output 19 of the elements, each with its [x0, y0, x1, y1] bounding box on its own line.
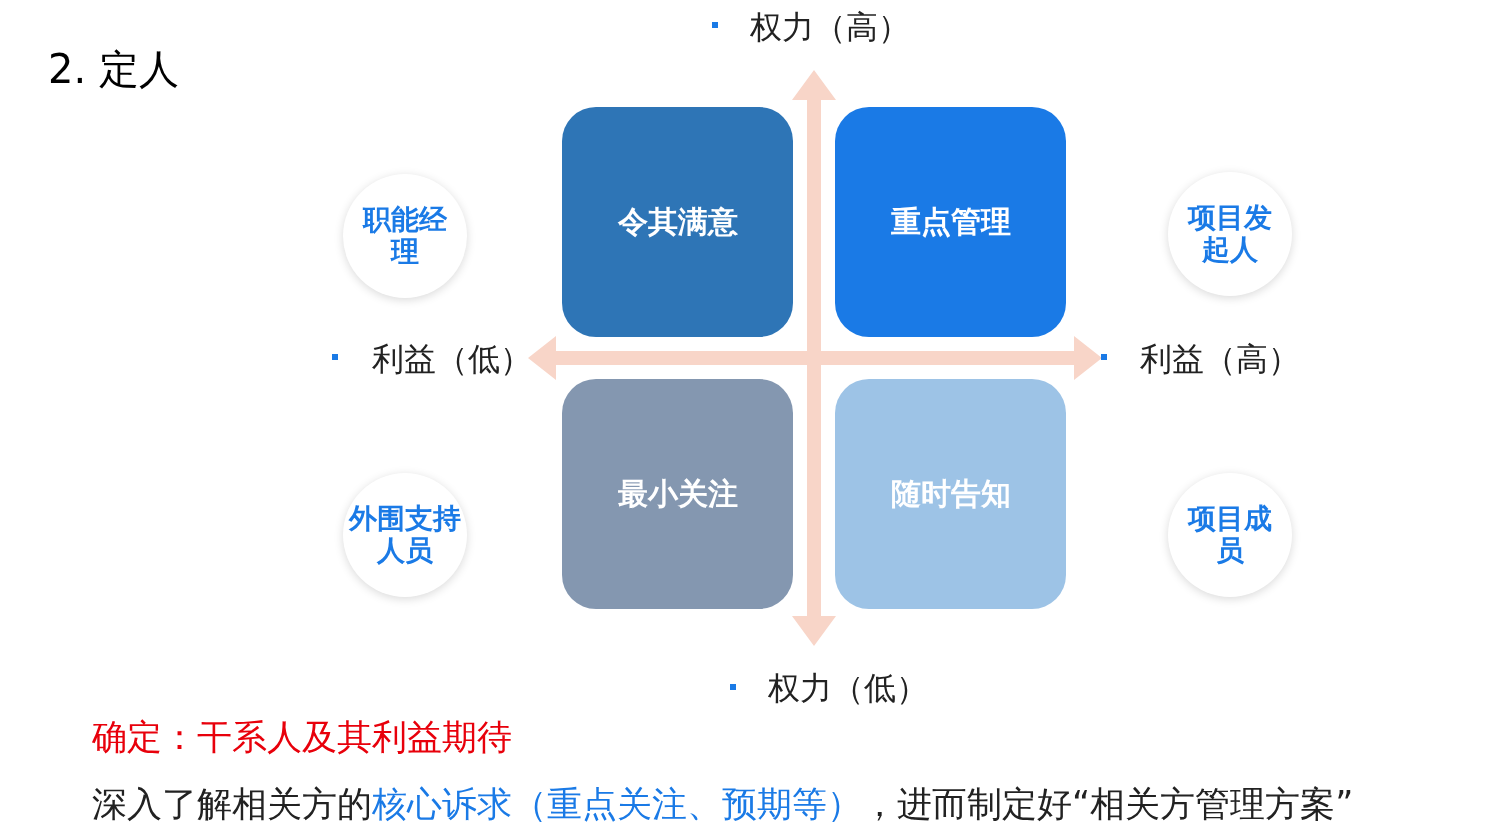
- stakeholder-label: 最小关注: [617, 474, 738, 513]
- quadrant-box: [562, 107, 793, 337]
- stakeholder-label: 外围支持人员: [347, 503, 462, 567]
- stakeholder-label: 随时告知: [890, 474, 1011, 513]
- quadrant-box: [835, 107, 1066, 337]
- stakeholder-label: 令其满意: [617, 202, 738, 241]
- axis-label: 利益（高）: [1140, 339, 1300, 380]
- axis-label: 利益（低）: [372, 339, 532, 380]
- note-text: 确定：干系人及其利益期待: [92, 716, 512, 759]
- stakeholder-label: 项目发起人: [1186, 202, 1273, 266]
- note-text: 深入了解相关方的核心诉求（重点关注、预期等），进而制定好“相关方管理方案”: [92, 783, 1354, 826]
- stakeholder-label: 项目成员: [1186, 503, 1273, 567]
- title: 2. 定人: [48, 45, 179, 94]
- axis-label: 权力（低）: [768, 668, 928, 709]
- stakeholder-label: 重点管理: [890, 202, 1011, 241]
- stakeholder-label: 职能经理: [361, 204, 448, 268]
- quadrant-box: [835, 379, 1066, 609]
- axis-label: 权力（高）: [750, 7, 910, 48]
- quadrant-box: [562, 379, 793, 609]
